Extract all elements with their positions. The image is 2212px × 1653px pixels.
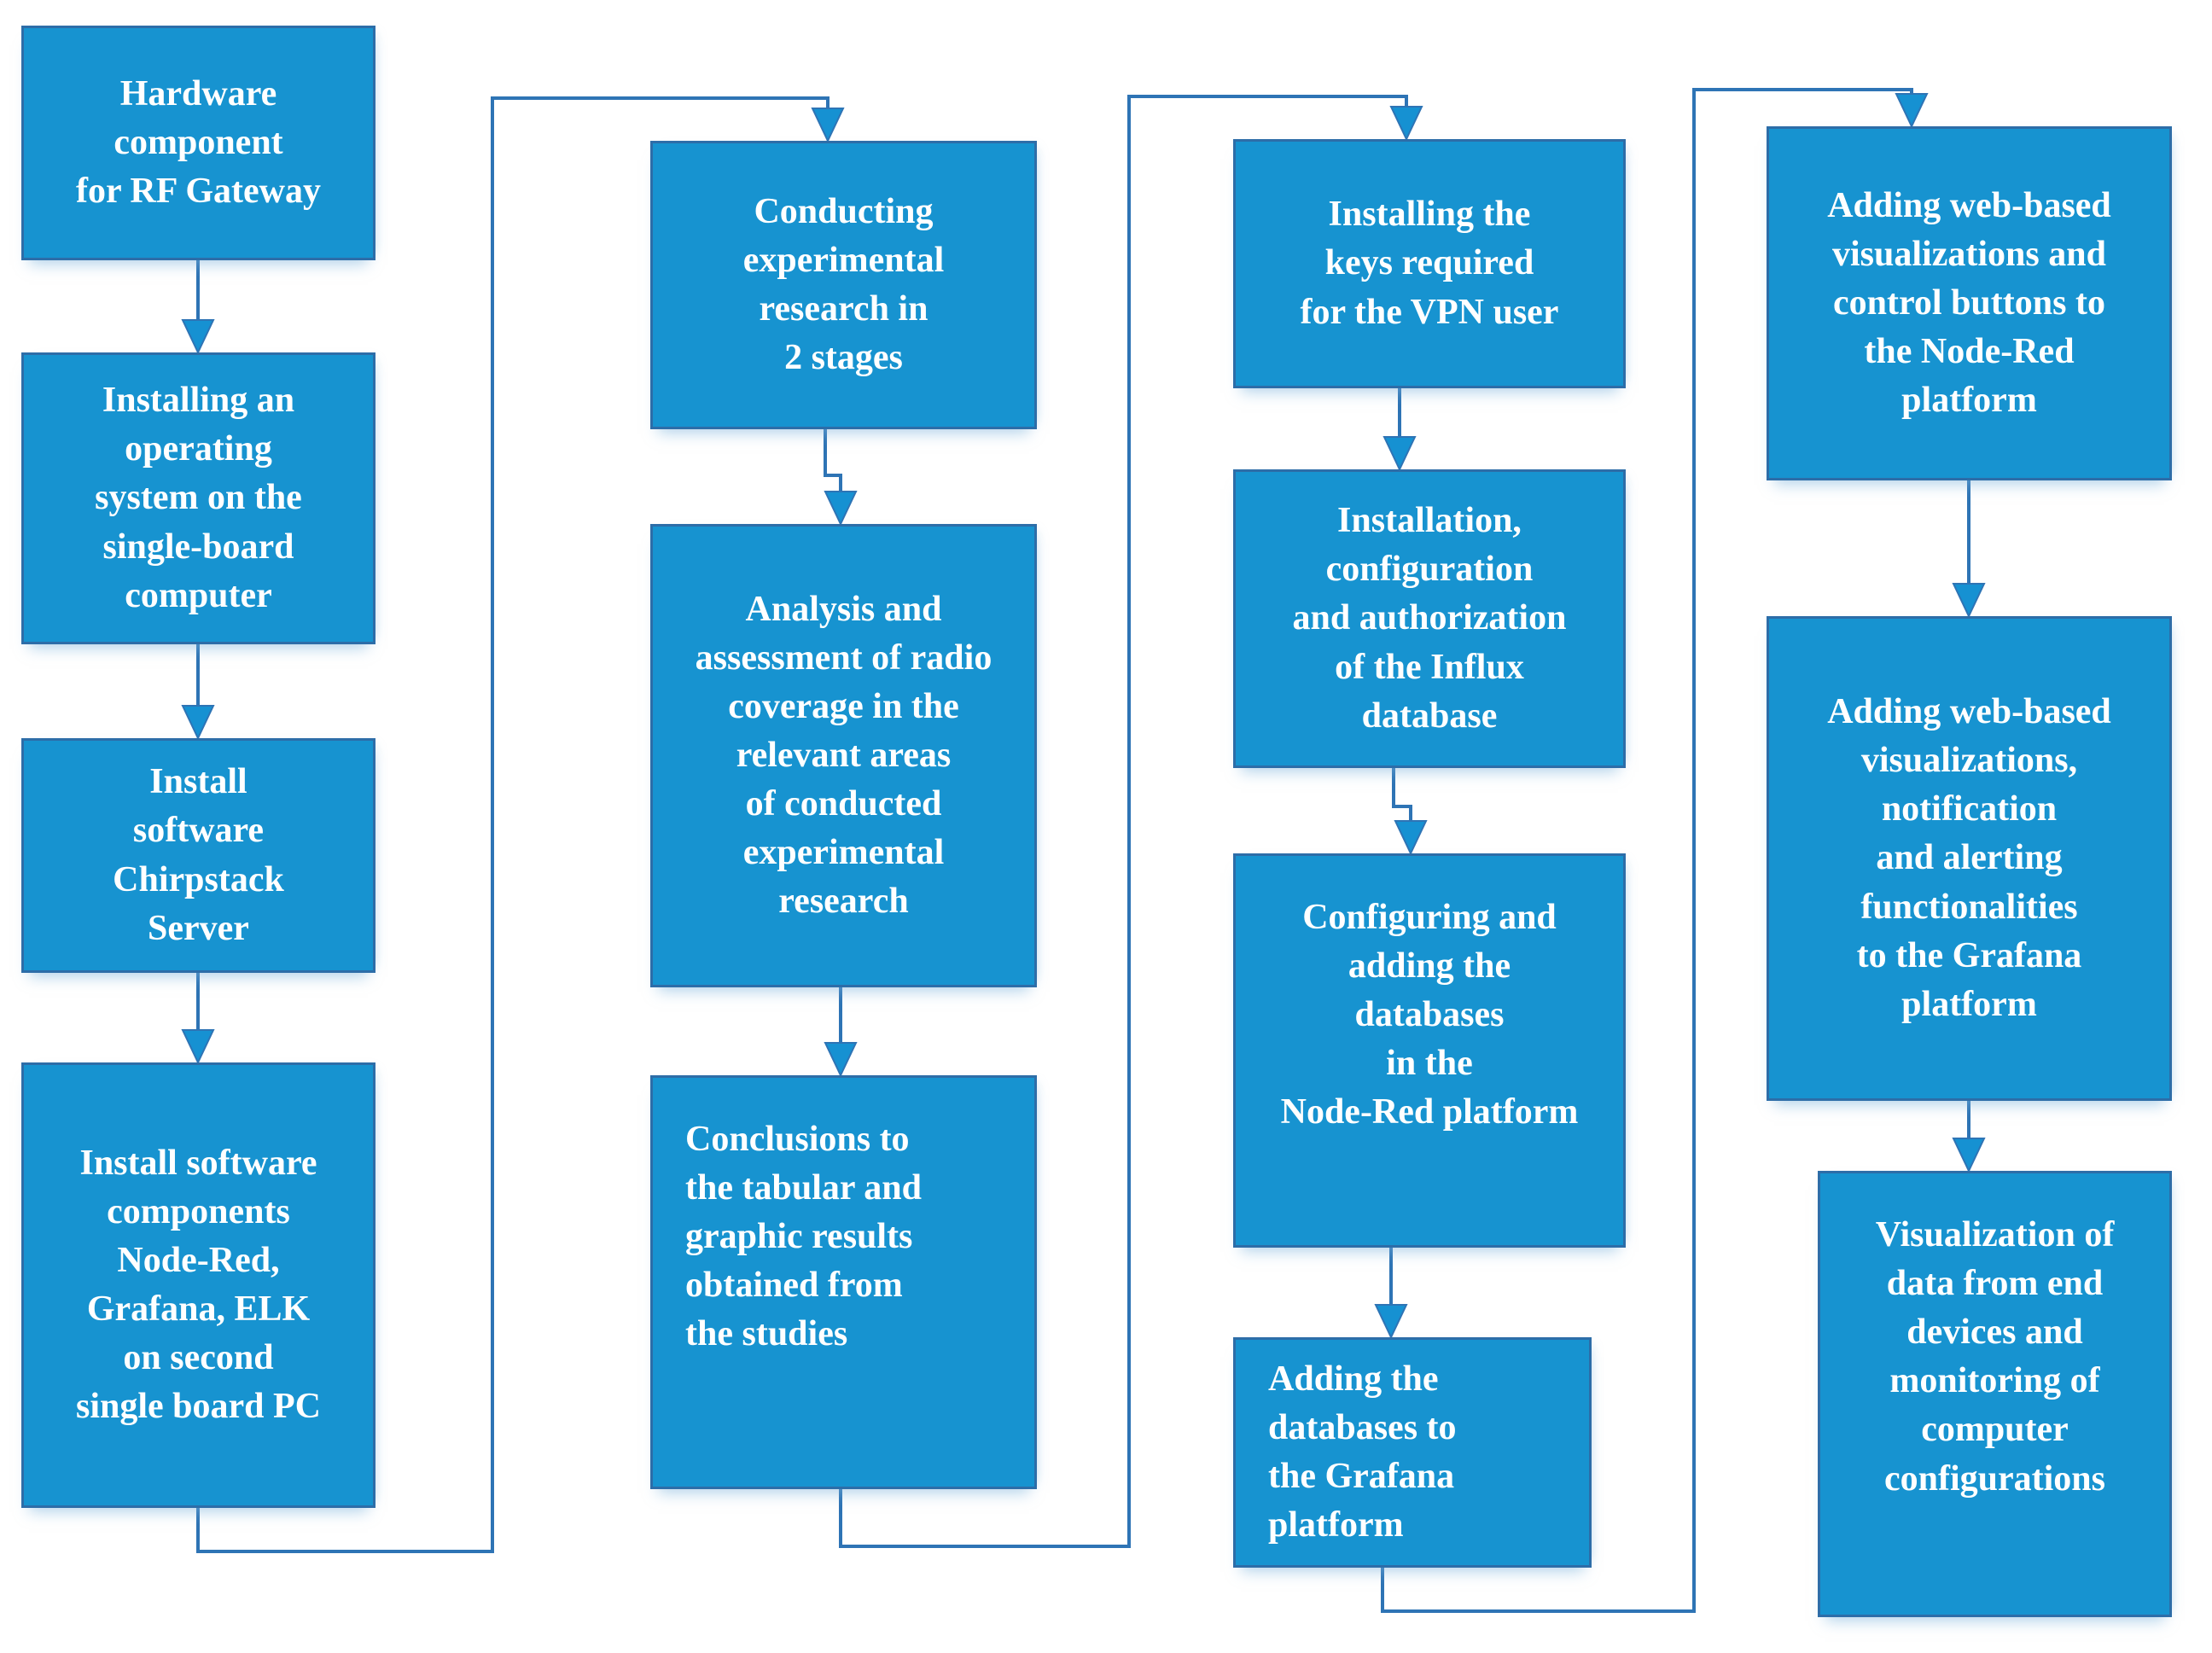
arrow-col4-box1-to-box2 xyxy=(1952,480,1986,619)
flow-box-influx-database: Installation, configuration and authoriz… xyxy=(1233,469,1626,768)
flow-box-install-os: Installing an operating system on the si… xyxy=(21,352,375,644)
connector-col1-to-col2 xyxy=(196,96,845,1553)
flow-box-analysis-coverage: Analysis and assessment of radio coverag… xyxy=(650,524,1037,987)
arrow-col1-box1-to-box2 xyxy=(181,260,215,355)
arrow-col2-box2-to-box3 xyxy=(824,987,858,1078)
flow-box-conduct-research: Conducting experimental research in 2 st… xyxy=(650,141,1037,429)
flow-box-vpn-keys: Installing the keys required for the VPN… xyxy=(1233,139,1626,388)
flow-box-grafana-visualizations: Adding web-based visualizations, notific… xyxy=(1767,616,2172,1101)
flow-box-hardware-component: Hardware component for RF Gateway xyxy=(21,26,375,260)
flow-box-data-visualization: Visualization of data from end devices a… xyxy=(1818,1171,2172,1617)
flow-box-nodered-visualizations: Adding web-based visualizations and cont… xyxy=(1767,126,2172,480)
arrow-col1-box3-to-box4 xyxy=(181,973,215,1065)
arrow-col1-box2-to-box3 xyxy=(181,644,215,741)
arrow-col3-box3-to-box4 xyxy=(1374,1248,1408,1340)
flow-box-install-components: Install software components Node-Red, Gr… xyxy=(21,1062,375,1508)
flow-box-conclusions: Conclusions to the tabular and graphic r… xyxy=(650,1075,1037,1489)
flow-box-grafana-databases: Adding the databases to the Grafana plat… xyxy=(1233,1337,1592,1568)
arrow-col3-box1-to-box2 xyxy=(1382,388,1417,472)
arrow-col2-box1-to-box2 xyxy=(824,429,858,527)
connector-col3-to-col4 xyxy=(1381,88,1929,1613)
flow-box-nodered-databases: Configuring and adding the databases in … xyxy=(1233,853,1626,1248)
arrow-col4-box2-to-box3 xyxy=(1952,1101,1986,1173)
connector-col2-to-col3 xyxy=(839,95,1423,1548)
arrow-col3-box2-to-box3 xyxy=(1392,768,1428,856)
flow-box-install-chirpstack: Install software Chirpstack Server xyxy=(21,738,375,973)
